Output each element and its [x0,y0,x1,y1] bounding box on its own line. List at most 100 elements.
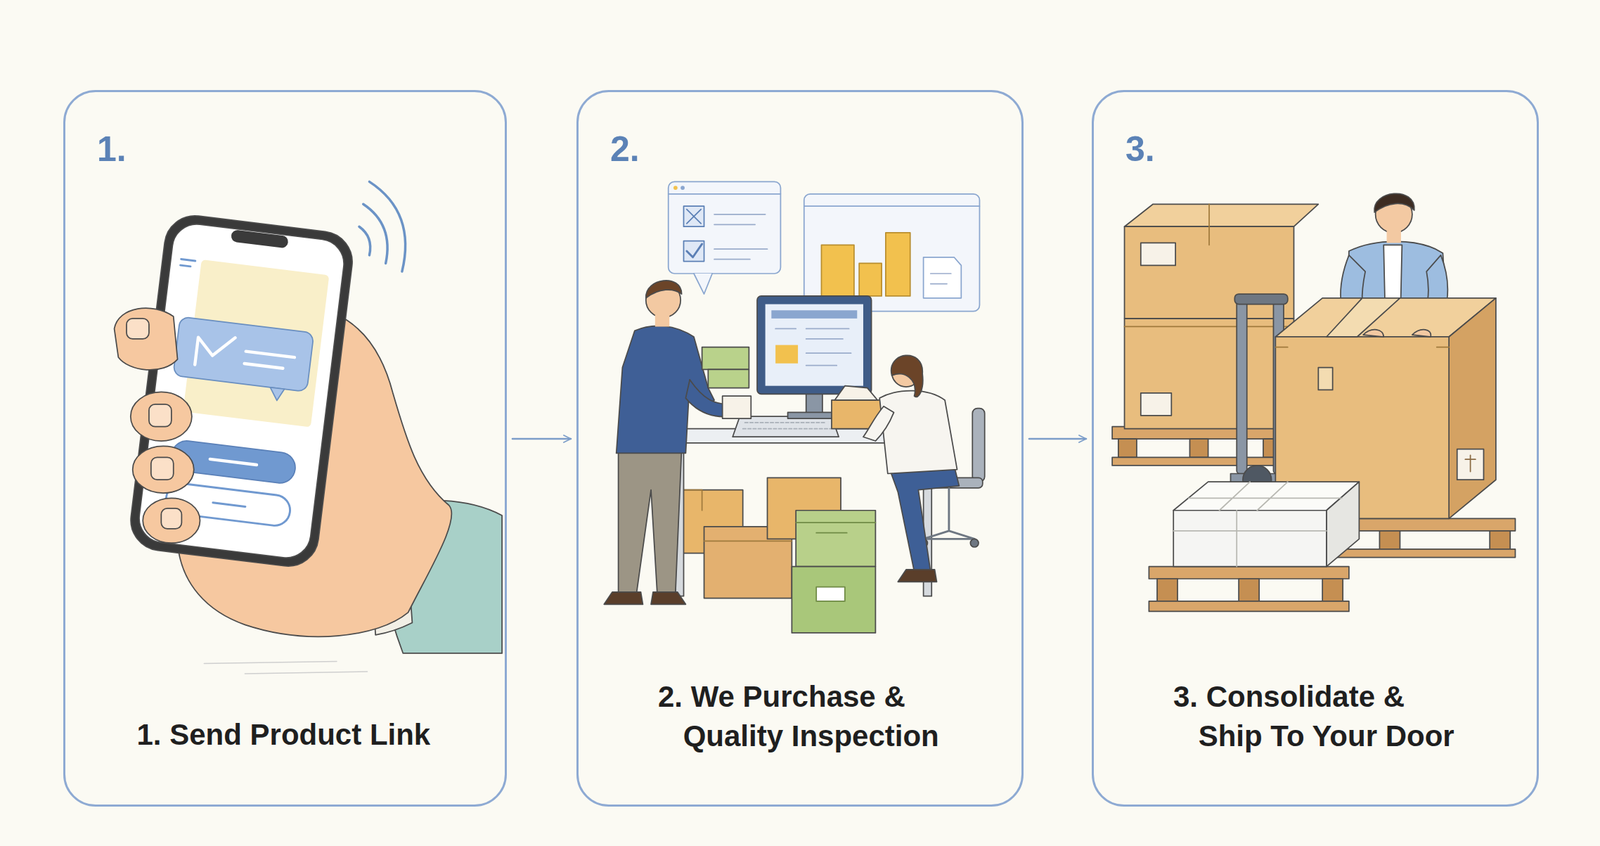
office-illustration-part [923,257,962,299]
pallet-part [1238,578,1260,602]
large-box-part [1448,298,1496,519]
standing-man-part [707,369,749,388]
standing-man-part [618,449,682,592]
office-illustration-part [806,352,852,365]
office-illustration-part [714,214,767,260]
warehouse-illustration [1112,193,1515,611]
office-illustration-part [765,304,864,386]
seated-woman-part [889,469,960,572]
step-number: 1. [97,127,127,171]
office-illustration-part [686,209,701,224]
large-box-part [1318,367,1333,391]
wrapped-package-part [1173,481,1342,566]
stacked-box-part [1124,203,1319,227]
step-number: 3. [1125,127,1156,171]
stacked-box-part [1208,203,1210,245]
signal-waves-part [363,203,388,263]
stacked-box-part [1140,242,1176,266]
standing-man-part [603,591,643,604]
step-caption: 3. Consolidate & Ship To Your Door [1173,676,1458,756]
wrapped-package-part [1173,510,1327,567]
office-illustration-part [859,262,882,296]
office-chair-part [970,538,979,547]
office-illustration-part [821,244,854,296]
office-illustration-part [680,185,685,190]
large-box-part [1457,449,1485,481]
finger-nail [149,404,172,427]
worker-part [1374,193,1415,213]
phone [127,212,356,570]
standing-man-part [655,314,670,327]
step-caption: 2. We Purchase & Quality Inspection [657,676,943,756]
seated-woman-part [891,355,924,397]
seated-woman [863,355,959,582]
phone-part [230,229,289,249]
large-box-part [1326,298,1401,337]
hand-truck-part [1236,298,1248,474]
phone-part [127,212,356,570]
chart-window [804,194,980,312]
open-box-on-desk-part [834,385,878,400]
finger [132,445,195,493]
green-box [795,510,876,567]
keyboard [732,416,839,437]
seated-woman-part [879,390,957,474]
step-panel: 1.1. Send Product Link [63,89,507,807]
office-illustration [603,181,985,633]
phone-part [194,333,235,370]
pallet-part [1322,578,1343,602]
phone-part [136,221,347,561]
phone-part [268,387,285,402]
worker-part [1386,230,1402,243]
finger-nail [151,456,174,480]
office-illustration-part [684,241,705,262]
large-box-part [1465,454,1476,472]
thumb [114,307,178,370]
step-panel: 2.2. We Purchase & Quality Inspection [576,89,1024,807]
office-illustration-part [673,185,678,190]
seated-woman-part [863,406,895,441]
wrapped-package [1173,481,1359,566]
large-box-part [1275,346,1449,348]
phone-part [244,351,295,370]
office-illustration-part [804,205,980,207]
office-illustration-part [704,539,793,542]
pallet-part [1148,601,1349,612]
office-illustration-part [885,232,911,296]
pallet-part [1118,438,1137,457]
hand-phone-illustration [114,181,503,674]
office-illustration-part [816,586,845,602]
standing-man-part [722,395,752,419]
office-illustration-part [771,310,857,319]
signal-waves-part [369,181,405,272]
office-chair-part [972,408,985,483]
illustrations-part [114,181,1516,674]
office-illustration-part [930,273,952,285]
hand-truck-part [1234,293,1288,305]
stacked-box [1124,318,1295,429]
pallet-part [1157,578,1178,602]
stacked-box-part [1124,318,1295,429]
office-illustration-part [775,345,798,364]
finger-nail [160,508,182,529]
thumb-nail [126,318,150,339]
office-illustration-part [743,422,831,429]
pallet [1112,426,1288,466]
office-illustration-part [684,205,705,227]
office-illustration-part [668,193,782,195]
motion-lines [203,661,367,674]
signal-waves [359,181,406,272]
standing-man-part [702,347,750,370]
pallet-part [1112,456,1288,466]
stacked-box [1124,203,1319,319]
stacked-box-part [1140,392,1172,416]
office-illustration-part [775,328,850,339]
green-box [791,566,876,633]
signal-waves-part [359,226,371,256]
pallet-part [1379,530,1400,550]
standing-man-part [616,325,715,453]
wrapped-package-part [1326,481,1359,566]
finger [130,391,192,441]
